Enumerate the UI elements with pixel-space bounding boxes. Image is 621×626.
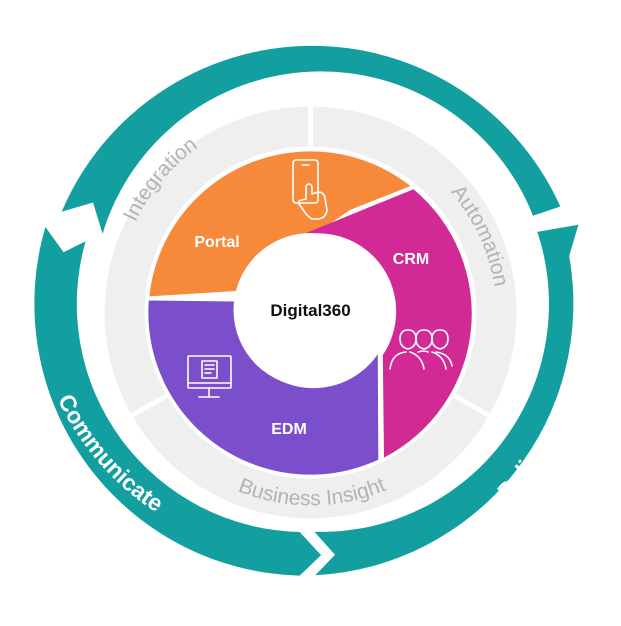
inner-segment-crm[interactable] bbox=[300, 189, 472, 458]
inner-ring bbox=[148, 151, 472, 475]
outer-label-capture: Capture bbox=[264, 14, 356, 43]
outer-segment-capture[interactable] bbox=[61, 45, 561, 234]
crm-label: CRM bbox=[393, 251, 429, 268]
monitor-document-icon bbox=[187, 355, 232, 398]
center-label: Digital360 bbox=[270, 301, 350, 320]
outer-ring bbox=[34, 45, 579, 576]
inner-segment-edm[interactable] bbox=[148, 300, 379, 475]
people-group-icon bbox=[389, 329, 453, 370]
outer-segment-deliver[interactable] bbox=[314, 224, 579, 576]
portal-label: Portal bbox=[194, 234, 239, 251]
edm-label: EDM bbox=[271, 421, 307, 438]
hand-touch-phone-icon bbox=[292, 159, 328, 220]
inner-segment-portal[interactable] bbox=[149, 151, 411, 297]
center-circle bbox=[233, 233, 388, 387]
outer-label-capture-path: Capture bbox=[264, 14, 356, 43]
outer-segment-communicate[interactable] bbox=[34, 227, 322, 576]
